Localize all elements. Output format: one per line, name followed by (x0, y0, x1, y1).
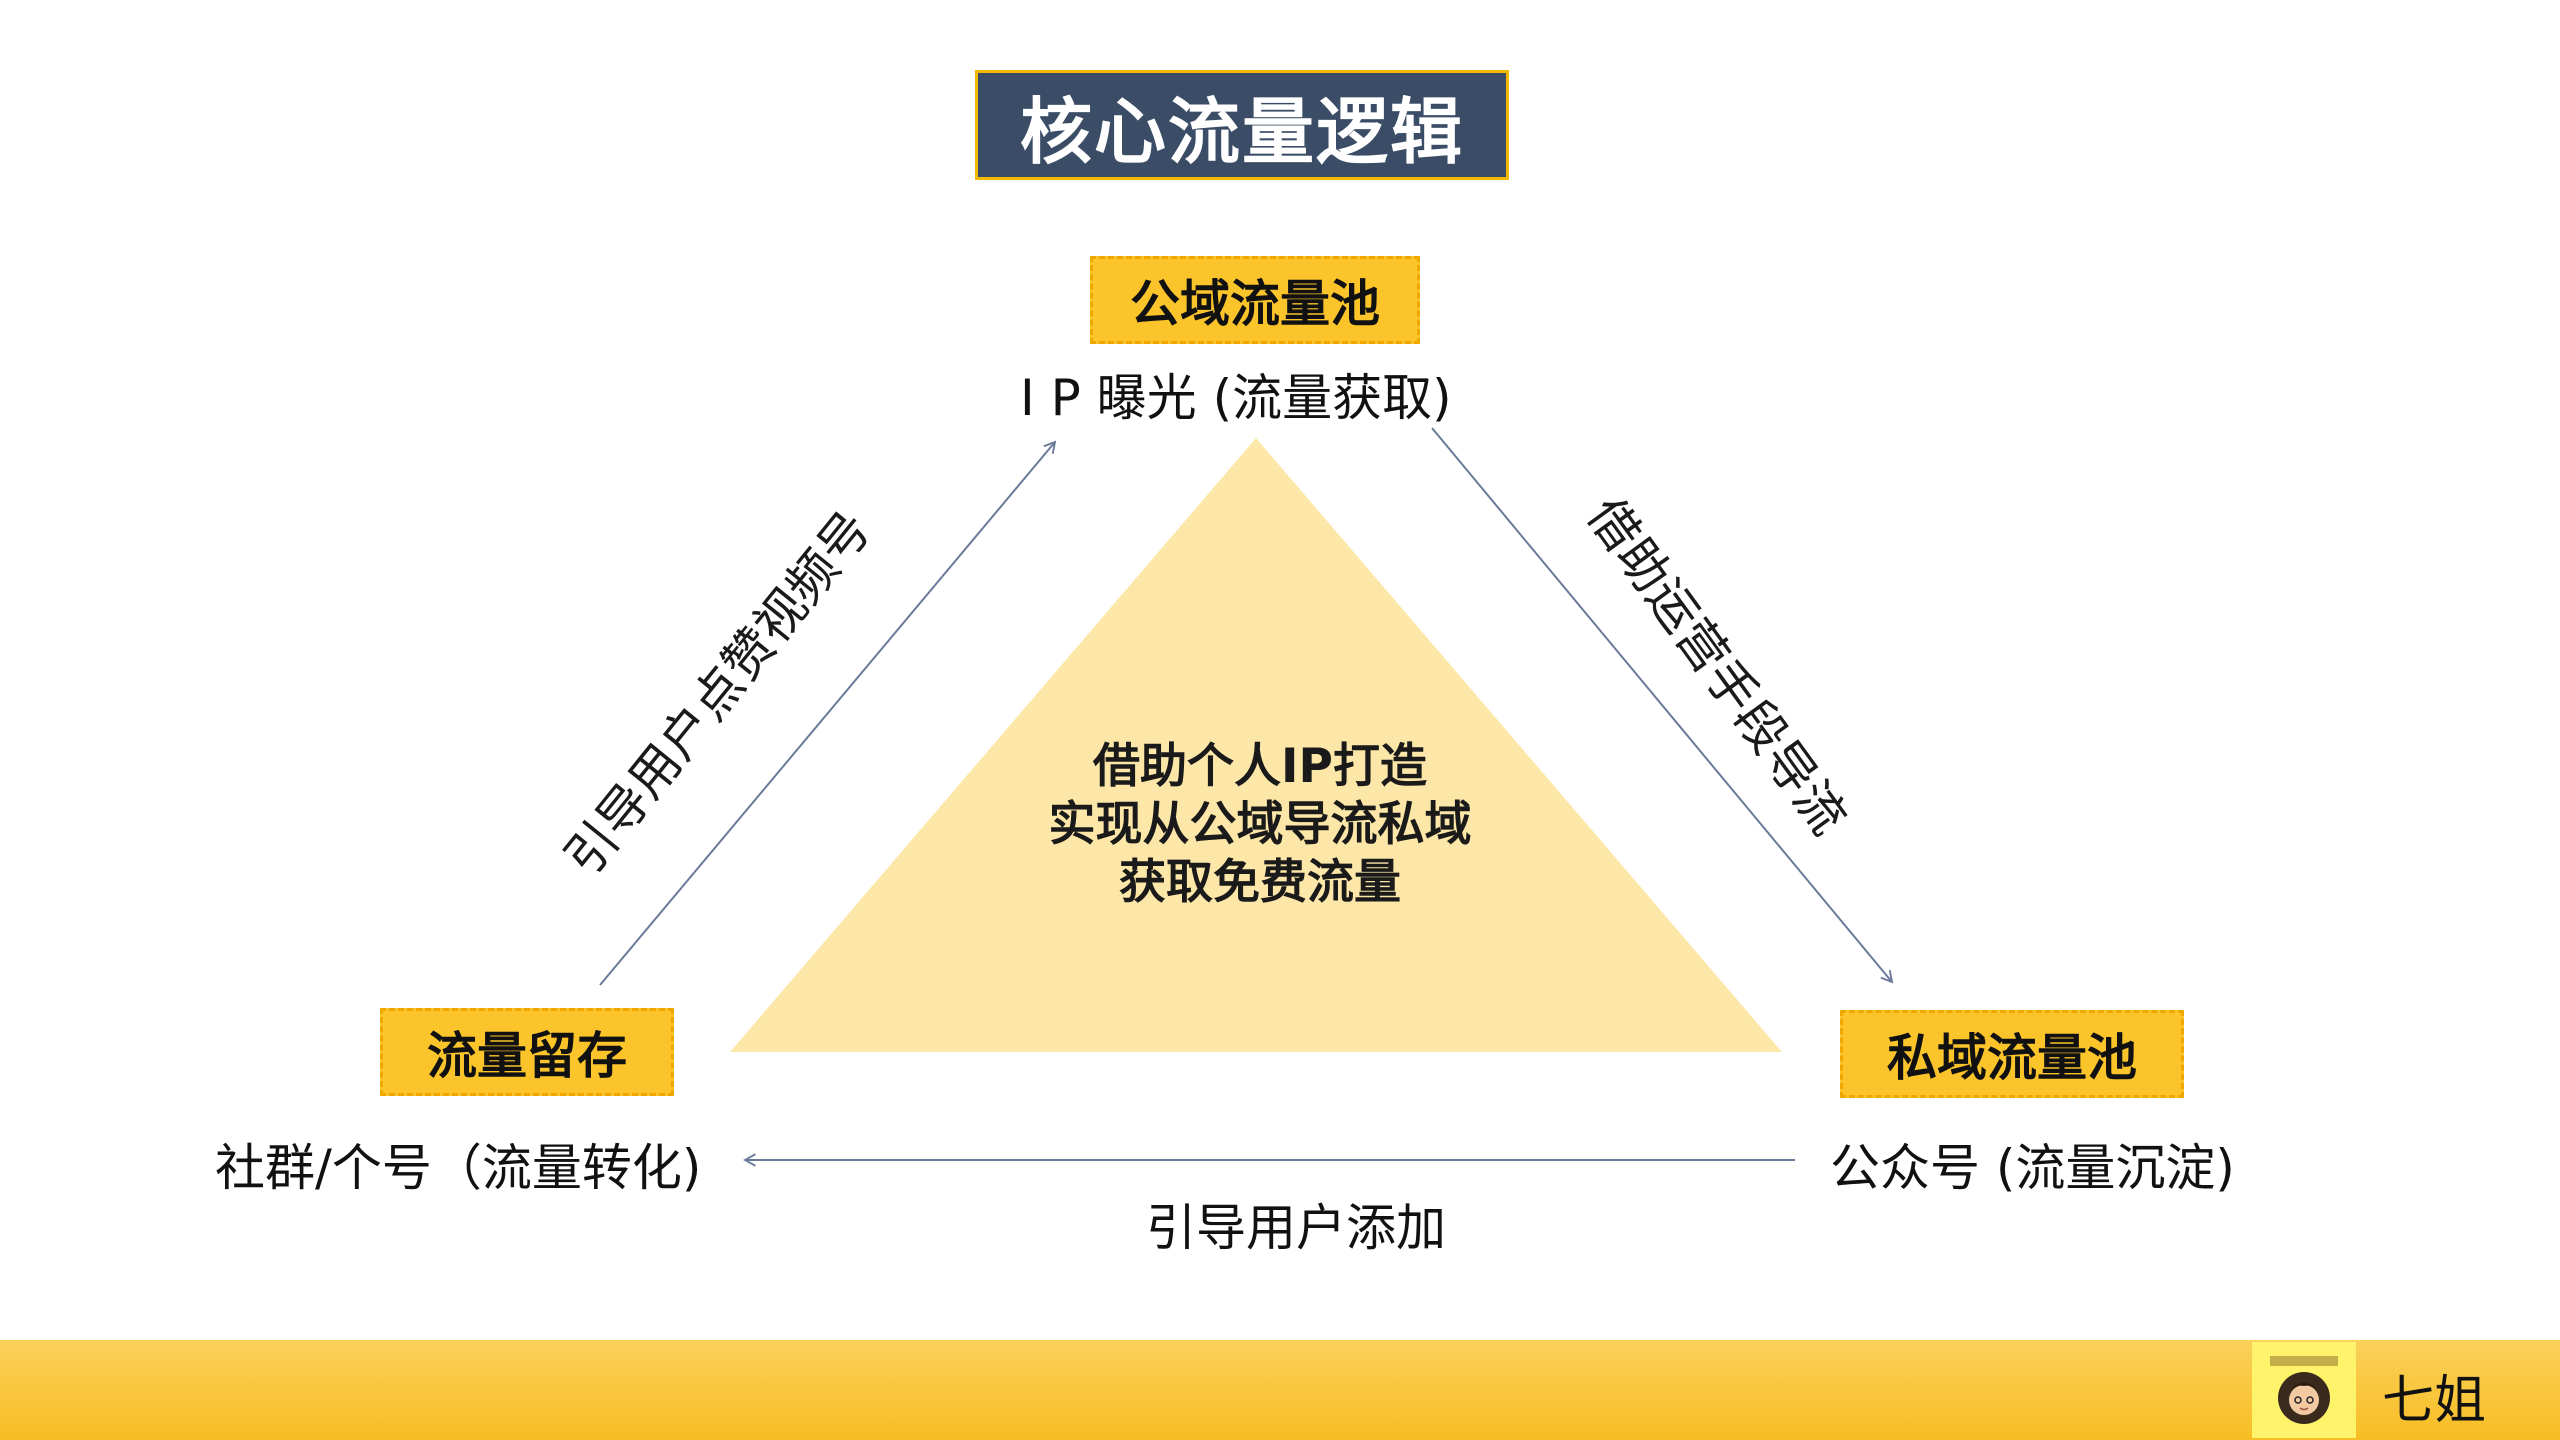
page-title: 核心流量逻辑 (975, 70, 1509, 180)
center-message: 借助个人IP打造 实现从公域导流私域 获取免费流量 (1000, 738, 1520, 912)
avatar (2252, 1342, 2356, 1438)
center-line-3: 获取免费流量 (1119, 855, 1401, 910)
node-public-pool-tag: 公域流量池 (1090, 256, 1420, 344)
node-retention-tag: 流量留存 (380, 1008, 674, 1096)
node-retention-caption: 社群/个号（流量转化) (215, 1139, 702, 1197)
arrow-public-to-private (1431, 427, 1894, 984)
brand-name: 七姐 (2382, 1371, 2487, 1431)
arrow-retention-to-public (599, 440, 1057, 986)
footer-bar (0, 1340, 2560, 1440)
node-private-pool-caption: 公众号 (流量沉淀) (1830, 1139, 2235, 1197)
node-private-pool-tag: 私域流量池 (1840, 1010, 2184, 1098)
edge-bottom-label: 引导用户添加 (1146, 1199, 1446, 1257)
center-line-1: 借助个人IP打造 (1093, 739, 1427, 794)
center-line-2: 实现从公域导流私域 (1048, 797, 1472, 852)
node-public-pool-caption: I P 曝光 (流量获取) (1020, 369, 1452, 427)
avatar-portrait-icon (2270, 1356, 2338, 1424)
center-triangle (730, 438, 1782, 1052)
page-title-text: 核心流量逻辑 (1019, 89, 1464, 174)
